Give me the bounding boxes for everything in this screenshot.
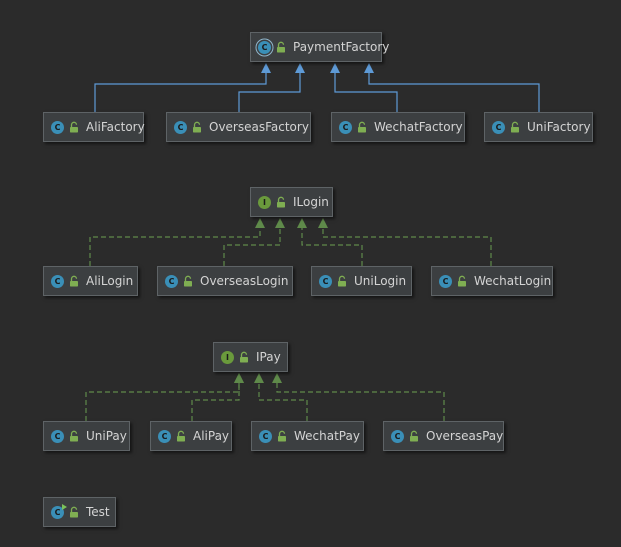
- public-lock-icon: [358, 121, 366, 133]
- public-lock-icon: [458, 275, 466, 287]
- public-lock-icon: [177, 430, 185, 442]
- class-icon: C: [339, 120, 352, 134]
- class-name-label: AliLogin: [86, 274, 134, 288]
- class-node-paymentfactory[interactable]: C PaymentFactory: [250, 32, 389, 62]
- class-icon: C: [174, 120, 187, 134]
- class-node-overseasfactory[interactable]: C OverseasFactory: [166, 112, 311, 142]
- class-node-wechatlogin[interactable]: C WechatLogin: [431, 266, 553, 296]
- class-name-label: AliPay: [193, 429, 230, 443]
- class-name-label: Test: [86, 505, 110, 519]
- class-node-ipay[interactable]: I IPay: [213, 342, 288, 372]
- implements-edge-alipay: [191, 382, 240, 421]
- class-name-label: OverseasFactory: [209, 120, 309, 134]
- public-lock-icon: [70, 430, 78, 442]
- class-icon: C: [492, 120, 505, 134]
- class-node-ilogin[interactable]: I ILogin: [250, 187, 333, 217]
- class-icon: C: [439, 274, 452, 288]
- public-lock-icon: [338, 275, 346, 287]
- public-lock-icon: [410, 430, 418, 442]
- class-node-wechatpay[interactable]: C WechatPay: [251, 421, 364, 451]
- implements-edge-unilogin: [301, 227, 363, 266]
- interface-icon: I: [258, 195, 271, 209]
- class-name-label: UniLogin: [354, 274, 407, 288]
- class-name-label: UniFactory: [527, 120, 591, 134]
- arrow-head-icon: [297, 218, 307, 228]
- arrow-head-icon: [330, 63, 340, 73]
- class-name-label: WechatPay: [294, 429, 360, 443]
- arrow-head-icon: [234, 373, 244, 383]
- implements-edge-unipay: [85, 382, 240, 421]
- class-name-label: UniPay: [86, 429, 127, 443]
- interface-icon: I: [221, 350, 234, 364]
- abstract-class-icon: C: [258, 40, 271, 54]
- class-node-alifactory[interactable]: C AliFactory: [43, 112, 145, 142]
- implements-edge-overseaspay: [276, 382, 445, 421]
- class-node-unipay[interactable]: C UniPay: [43, 421, 130, 451]
- extends-edge-alifactory: [94, 72, 267, 112]
- class-name-label: WechatLogin: [474, 274, 552, 288]
- extends-edge-overseasfactory: [238, 72, 301, 112]
- class-icon: C: [51, 120, 64, 134]
- public-lock-icon: [70, 275, 78, 287]
- class-node-alilogin[interactable]: C AliLogin: [43, 266, 138, 296]
- class-node-wechatfactory[interactable]: C WechatFactory: [331, 112, 465, 142]
- class-icon: C: [259, 429, 272, 443]
- arrow-head-icon: [261, 63, 271, 73]
- class-name-label: OverseasLogin: [200, 274, 289, 288]
- class-name-label: IPay: [256, 350, 281, 364]
- class-icon: C: [319, 274, 332, 288]
- public-lock-icon: [193, 121, 201, 133]
- extends-edge-unifactory: [368, 72, 540, 112]
- class-name-label: PaymentFactory: [293, 40, 390, 54]
- class-icon: C: [165, 274, 178, 288]
- arrow-head-icon: [295, 63, 305, 73]
- class-node-overseaspay[interactable]: C OverseasPay: [383, 421, 504, 451]
- implements-edge-overseaslogin: [223, 227, 281, 266]
- class-name-label: OverseasPay: [426, 429, 504, 443]
- class-icon: C: [158, 429, 171, 443]
- runnable-class-icon: C: [51, 503, 67, 519]
- public-lock-icon: [184, 275, 192, 287]
- arrow-head-icon: [318, 218, 328, 228]
- public-lock-icon: [70, 506, 78, 518]
- class-node-alipay[interactable]: C AliPay: [150, 421, 232, 451]
- public-lock-icon: [511, 121, 519, 133]
- class-node-overseaslogin[interactable]: C OverseasLogin: [157, 266, 293, 296]
- implements-edge-wechatlogin: [322, 227, 492, 266]
- public-lock-icon: [278, 430, 286, 442]
- public-lock-icon: [70, 121, 78, 133]
- arrow-head-icon: [275, 218, 285, 228]
- class-icon: C: [51, 429, 64, 443]
- class-icon: C: [51, 274, 64, 288]
- public-lock-icon: [240, 351, 248, 363]
- implements-edge-alilogin: [89, 227, 261, 266]
- arrow-head-icon: [364, 63, 374, 73]
- arrow-head-icon: [255, 218, 265, 228]
- public-lock-icon: [277, 196, 285, 208]
- class-name-label: WechatFactory: [374, 120, 463, 134]
- arrow-head-icon: [272, 373, 282, 383]
- implements-edge-wechatpay: [258, 382, 308, 421]
- class-node-test[interactable]: C Test: [43, 497, 116, 527]
- class-name-label: ILogin: [293, 195, 329, 209]
- class-node-unilogin[interactable]: C UniLogin: [311, 266, 412, 296]
- extends-edge-wechatfactory: [334, 72, 398, 112]
- public-lock-icon: [277, 41, 285, 53]
- class-node-unifactory[interactable]: C UniFactory: [484, 112, 593, 142]
- arrow-head-icon: [254, 373, 264, 383]
- class-icon: C: [391, 429, 404, 443]
- class-name-label: AliFactory: [86, 120, 145, 134]
